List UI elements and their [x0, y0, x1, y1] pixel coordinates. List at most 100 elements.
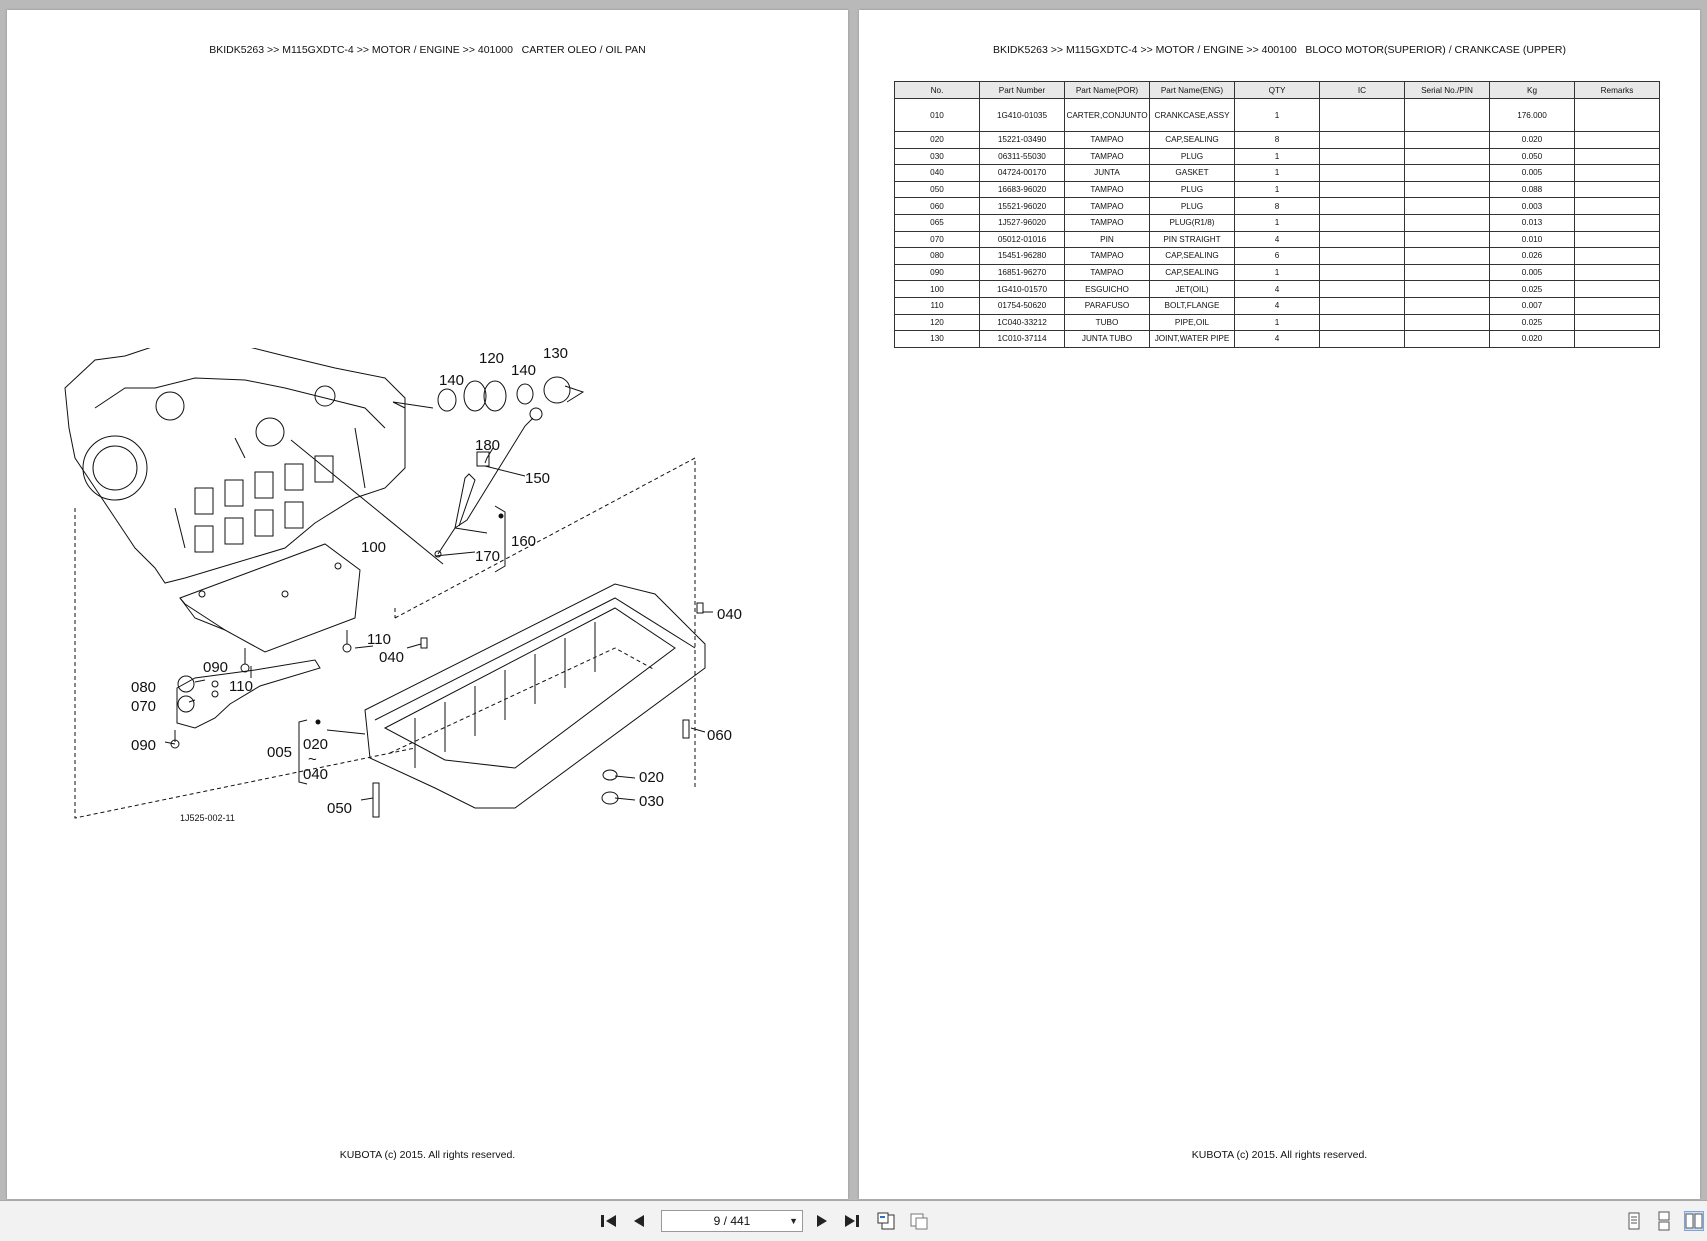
table-cell: 110: [894, 296, 980, 315]
dipstick: [437, 417, 534, 555]
table-cell: [1574, 230, 1660, 249]
fit-icon[interactable]: [908, 1211, 930, 1231]
table-cell: TAMPAO: [1064, 147, 1150, 166]
table-cell: [1404, 280, 1490, 298]
table-cell: [1574, 164, 1660, 182]
table-cell: 05012-01016: [979, 230, 1065, 249]
table-cell: 040: [894, 164, 980, 182]
table-cell: 1: [1234, 164, 1320, 182]
right-page-header: BKIDK5263 >> M115GXDTC-4 >> MOTOR / ENGI…: [992, 44, 1566, 56]
table-cell: 120: [894, 313, 980, 332]
table-cell: [1574, 313, 1660, 332]
table-cell: 16683-96020: [979, 180, 1065, 199]
table-cell: PIPE,OIL: [1149, 313, 1235, 332]
page-indicator-text: 9 / 441: [713, 1214, 751, 1228]
table-cell: [1574, 330, 1660, 348]
table-cell: 1C040-33212: [979, 313, 1065, 332]
table-cell: [1574, 131, 1660, 149]
table-cell: 030: [894, 147, 980, 166]
column-header: Part Name(ENG): [1149, 81, 1235, 99]
table-cell: [1574, 280, 1660, 298]
table-cell: [1404, 263, 1490, 282]
table-cell: 1: [1234, 313, 1320, 332]
table-cell: 0.025: [1489, 313, 1575, 332]
table-cell: 15221-03490: [979, 131, 1065, 149]
diagram-drawing: [64, 348, 713, 819]
table-cell: TUBO: [1064, 313, 1150, 332]
continuous-icon[interactable]: [1654, 1211, 1674, 1231]
callout-030: 030: [639, 793, 664, 810]
table-cell: PARAFUSO: [1064, 296, 1150, 315]
column-header: Serial No./PIN: [1404, 81, 1490, 99]
table-cell: [1574, 263, 1660, 282]
table-cell: 8: [1234, 131, 1320, 149]
table-cell: 050: [894, 180, 980, 199]
oil-strainer: [176, 659, 321, 729]
page-number-field[interactable]: 9 / 441 ▼: [661, 1210, 803, 1232]
callout-005: 005: [267, 744, 292, 761]
table-cell: 1G410-01035: [979, 98, 1065, 132]
table-cell: PLUG: [1149, 197, 1235, 215]
table-cell: [1404, 131, 1490, 149]
table-cell: PIN STRAIGHT: [1149, 230, 1235, 249]
callout-130: 130: [543, 348, 568, 362]
table-cell: [1319, 230, 1405, 249]
first-page-icon[interactable]: [598, 1211, 620, 1231]
table-cell: 090: [894, 263, 980, 282]
oil-pan: [364, 583, 706, 809]
table-cell: 0.020: [1489, 131, 1575, 149]
table-cell: [1319, 296, 1405, 315]
callout-080: 080: [131, 679, 156, 696]
table-cell: [1319, 197, 1405, 215]
table-cell: [1404, 247, 1490, 265]
table-cell: 16851-96270: [979, 263, 1065, 282]
table-cell: 4: [1234, 296, 1320, 315]
table-cell: PLUG(R1/8): [1149, 213, 1235, 232]
table-cell: CARTER,CONJUNTO: [1064, 98, 1150, 132]
table-cell: 0.007: [1489, 296, 1575, 315]
table-cell: 020: [894, 131, 980, 149]
left-page-footer: KUBOTA (c) 2015. All rights reserved.: [339, 1149, 516, 1161]
prev-page-icon[interactable]: [628, 1211, 650, 1231]
table-cell: TAMPAO: [1064, 213, 1150, 232]
table-cell: 1: [1234, 147, 1320, 166]
table-cell: [1574, 147, 1660, 166]
last-page-icon[interactable]: [841, 1211, 863, 1231]
table-cell: [1574, 98, 1660, 132]
rotate-icon[interactable]: [876, 1211, 898, 1231]
table-cell: 065: [894, 213, 980, 232]
callout-040: 040: [379, 649, 404, 666]
table-cell: JUNTA: [1064, 164, 1150, 182]
two-page-icon[interactable]: [1684, 1211, 1704, 1231]
table-cell: 0.003: [1489, 197, 1575, 215]
table-cell: JET(OIL): [1149, 280, 1235, 298]
caret-down-icon[interactable]: ▼: [789, 1216, 798, 1226]
table-cell: TAMPAO: [1064, 197, 1150, 215]
diagram-code: 1J525-002-11: [180, 813, 235, 823]
column-header: Remarks: [1574, 81, 1660, 99]
next-page-icon[interactable]: [811, 1211, 833, 1231]
table-cell: CAP,SEALING: [1149, 247, 1235, 265]
single-page-icon[interactable]: [1624, 1211, 1644, 1231]
table-header-row: No. Part Number Part Name(POR) Part Name…: [894, 81, 1660, 99]
table-cell: 4: [1234, 230, 1320, 249]
table-cell: [1319, 330, 1405, 348]
callout-170: 170: [475, 548, 500, 565]
callout-090: 090: [131, 737, 156, 754]
table-cell: TAMPAO: [1064, 131, 1150, 149]
table-cell: PLUG: [1149, 180, 1235, 199]
callout-050: 050: [327, 800, 352, 817]
table-cell: 0.013: [1489, 213, 1575, 232]
table-cell: 1C010-37114: [979, 330, 1065, 348]
oil-shield: [179, 543, 361, 653]
table-cell: 04724-00170: [979, 164, 1065, 182]
right-page-footer: KUBOTA (c) 2015. All rights reserved.: [1191, 1149, 1368, 1161]
